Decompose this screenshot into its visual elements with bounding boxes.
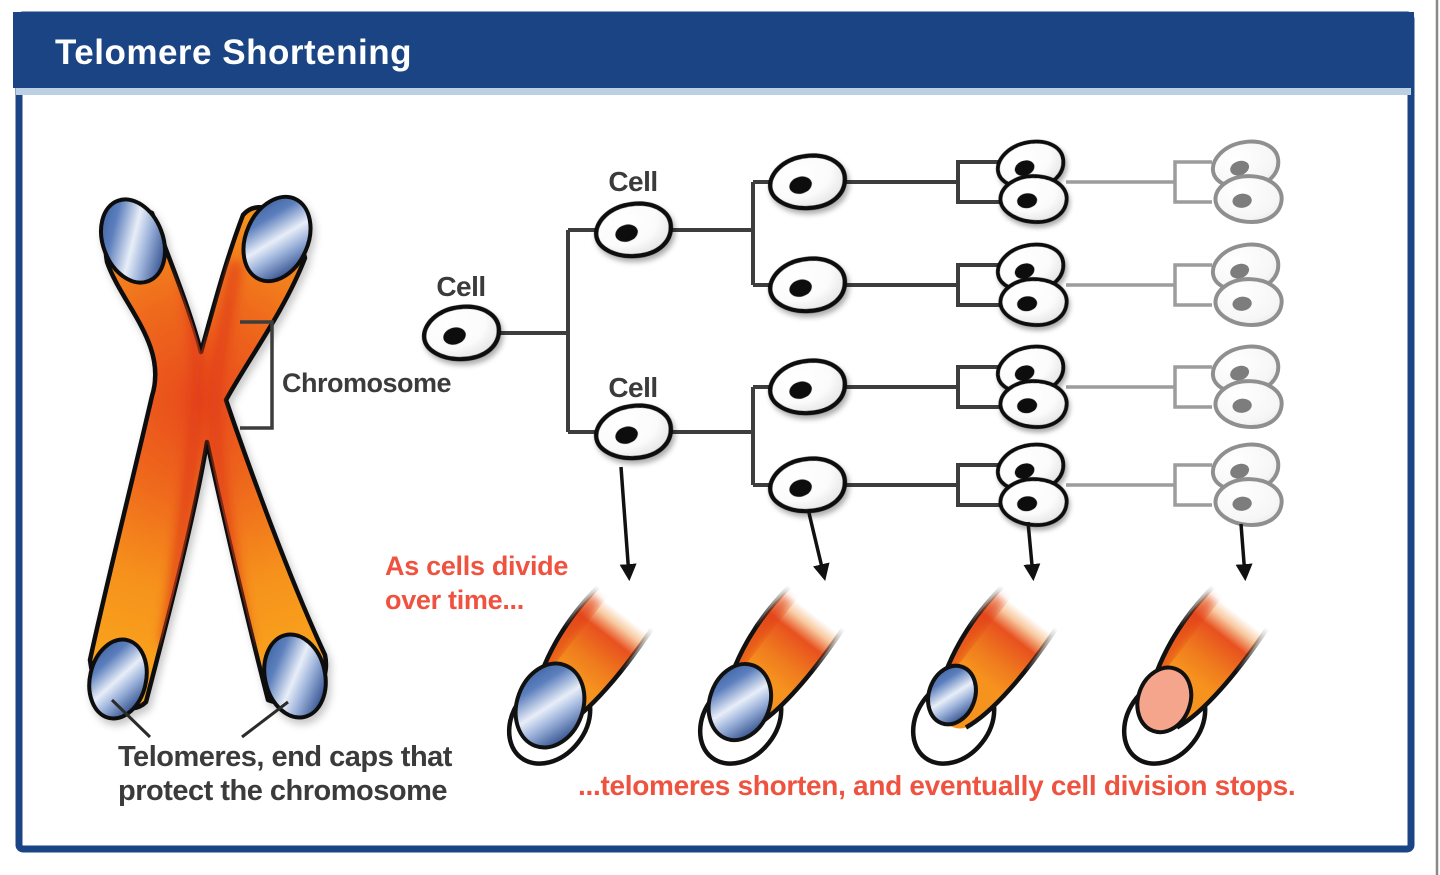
telomeres-caption-line2: protect the chromosome	[118, 775, 447, 807]
telomere-cap-bottom-right	[262, 632, 328, 720]
division-arrow-icon	[619, 466, 637, 582]
cell-pair	[995, 138, 1068, 224]
chromosome-tip-4	[1098, 579, 1280, 780]
telomere-cap-top-left	[99, 197, 167, 285]
cell-division-tree: Cell Cell Cell	[423, 136, 1286, 530]
title-bar-separator	[16, 88, 1411, 95]
cell-pair	[995, 441, 1068, 527]
division-arrow-icon	[1235, 523, 1253, 582]
chromosome-label: Chromosome	[282, 368, 452, 398]
chromosome-tip-3	[887, 579, 1070, 780]
faded-cell-pair	[1208, 136, 1286, 227]
divide-caption-line1: As cells divide	[385, 551, 568, 581]
chromosome-bracket	[240, 320, 274, 430]
page-title: Telomere Shortening	[55, 33, 412, 72]
tree-row-4	[846, 463, 1212, 507]
telomere-cap-medium	[706, 662, 774, 743]
tree-row-2	[846, 263, 1212, 307]
shortening-telomere-tips	[478, 576, 1280, 780]
tree-connector-gen2-top	[672, 180, 770, 287]
telomere-cap-top-right	[241, 194, 313, 284]
division-arrow-icon	[1023, 521, 1041, 582]
chromosome-tip-2	[670, 576, 856, 779]
title-bar: Telomere Shortening	[13, 12, 1414, 95]
telomere-cap-small	[926, 663, 978, 727]
title-bar-background	[13, 12, 1414, 88]
root-cell-label: Cell	[436, 271, 485, 302]
divide-caption: As cells divide over time...	[385, 551, 569, 615]
cell-pair	[995, 343, 1068, 429]
telomeres-caption-line1: Telomeres, end caps that	[118, 741, 453, 773]
telomeres-caption: Telomeres, end caps that protect the chr…	[118, 741, 453, 807]
tree-connector-gen1	[500, 228, 596, 434]
shorten-caption: ...telomeres shorten, and eventually cel…	[578, 770, 1295, 801]
faded-cell-pair	[1208, 341, 1286, 432]
tree-row-1	[846, 160, 1212, 204]
faded-cell-pair	[1208, 239, 1286, 330]
telomere-pointer-lines	[110, 698, 289, 739]
divide-caption-line2: over time...	[385, 585, 524, 615]
exposed-chromosome-end	[1135, 665, 1194, 735]
telomere-cap-large	[513, 661, 587, 750]
faded-cell-pair	[1208, 439, 1286, 530]
telomere-cap-bottom-left	[87, 637, 149, 721]
division-arrows	[619, 466, 1253, 582]
tree-row-3	[846, 365, 1212, 409]
daughter-cell-top-label: Cell	[608, 166, 657, 197]
cell-pair	[995, 241, 1068, 327]
daughter-cell-bottom-label: Cell	[608, 372, 657, 403]
chromosome-tip-1	[478, 576, 665, 780]
tree-connector-gen2-bottom	[672, 385, 770, 487]
division-arrow-icon	[807, 512, 830, 581]
